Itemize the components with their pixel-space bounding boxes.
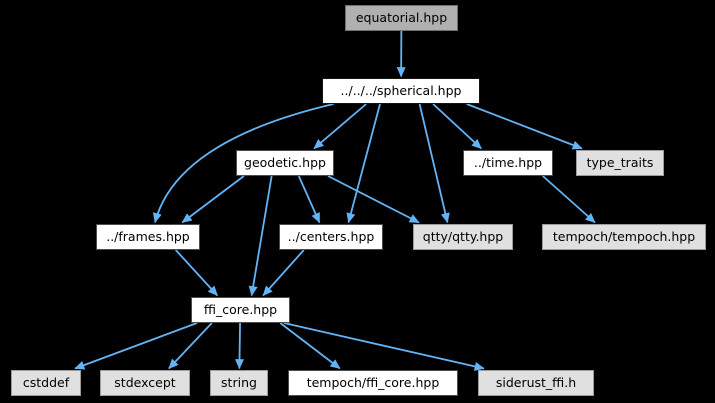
include-edge-geodetic-to-qtty (327, 175, 420, 224)
include-edge-ffi_core-to-stdexcept (168, 322, 213, 370)
graph-node-time[interactable]: ../time.hpp (463, 150, 553, 176)
include-edge-geodetic-to-frames (181, 175, 245, 224)
graph-node-type_traits: type_traits (576, 150, 664, 176)
graph-node-frames[interactable]: ../frames.hpp (96, 224, 200, 250)
include-edge-spherical-to-qtty (418, 103, 450, 224)
graph-node-stdexcept: stdexcept (100, 370, 190, 396)
graph-node-tempoch: tempoch/tempoch.hpp (542, 224, 706, 250)
include-edge-ffi_core-to-string (235, 322, 245, 370)
include-edge-ffi_core-to-siderust (283, 322, 485, 371)
include-edge-spherical-to-geodetic (313, 103, 367, 150)
include-edge-spherical-to-time (432, 103, 482, 150)
graph-node-geodetic[interactable]: geodetic.hpp (236, 150, 334, 176)
include-edge-ffi_core-to-cstddef (74, 322, 198, 370)
include-edge-spherical-to-centers (346, 103, 381, 224)
include-edge-geodetic-to-ffi_core (248, 175, 273, 297)
graph-node-siderust: siderust_ffi.h (478, 370, 594, 396)
graph-node-spherical[interactable]: ../../../spherical.hpp (322, 78, 480, 104)
graph-node-cstddef: cstddef (11, 370, 81, 396)
include-edge-time-to-tempoch (542, 175, 596, 224)
graph-node-string: string (210, 370, 268, 396)
graph-node-ffi_core[interactable]: ffi_core.hpp (191, 297, 290, 323)
graph-node-tempoch_ffi[interactable]: tempoch/ffi_core.hpp (288, 370, 458, 396)
include-edge-spherical-to-frames (152, 103, 334, 224)
include-edge-frames-to-ffi_core (175, 249, 219, 297)
graph-node-equatorial[interactable]: equatorial.hpp (345, 5, 458, 31)
graph-node-centers[interactable]: ../centers.hpp (279, 224, 383, 250)
include-edge-geodetic-to-centers (297, 175, 321, 224)
include-edge-spherical-to-type_traits (466, 103, 583, 150)
include-edge-centers-to-ffi_core (262, 249, 305, 297)
graph-node-qtty: qtty/qtty.hpp (413, 224, 513, 250)
include-edge-ffi_core-to-tempoch_ffi (279, 322, 341, 370)
